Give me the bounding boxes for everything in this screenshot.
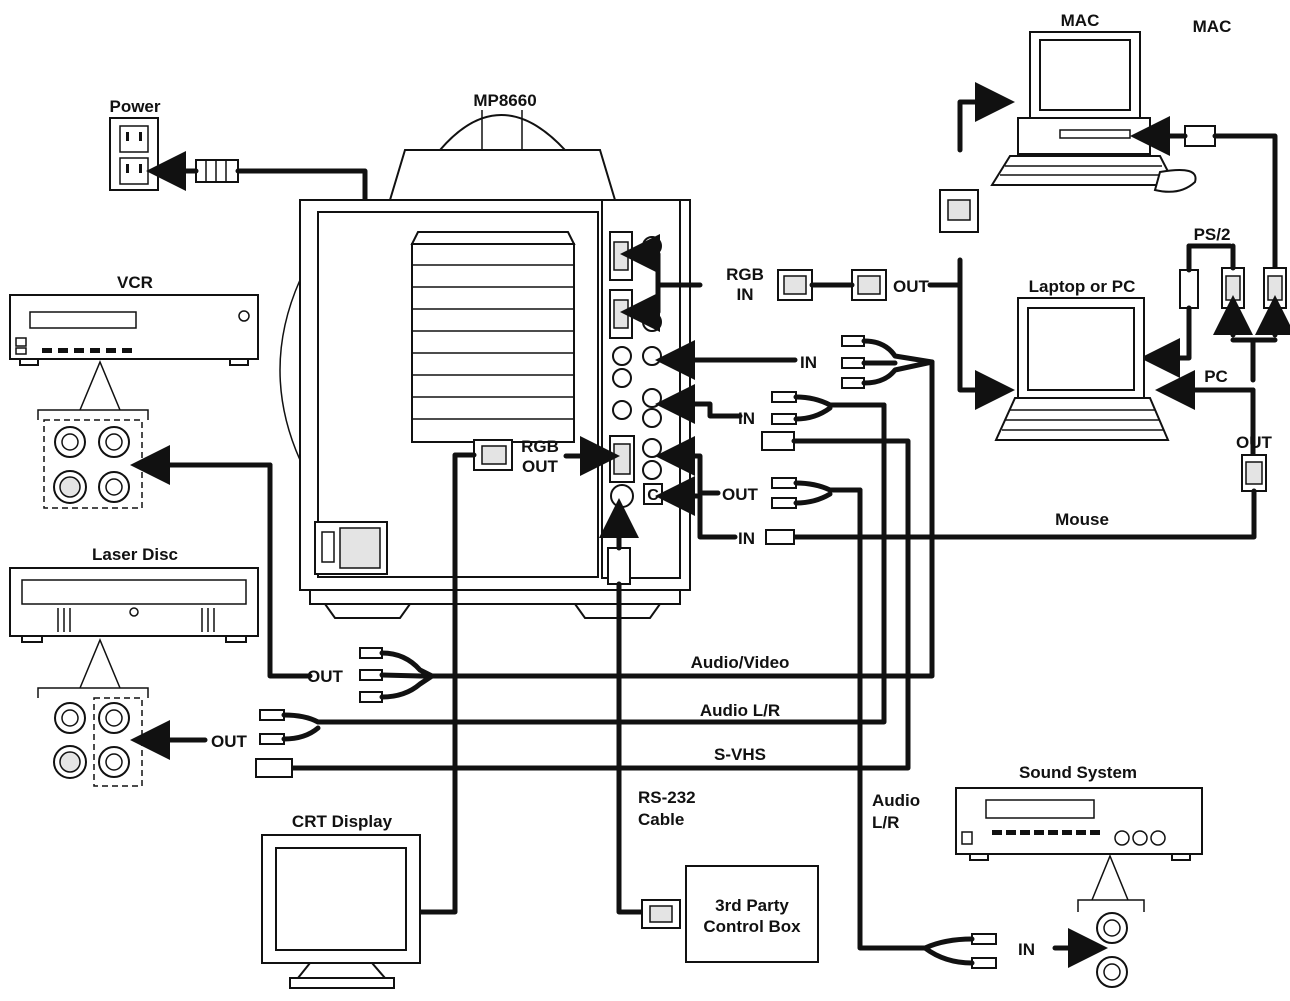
mouse-in-label: IN	[738, 529, 755, 548]
audio-lr-cable-label: Audio L/R	[700, 701, 780, 720]
vcr-device	[9, 294, 313, 679]
c-port-label: C	[647, 487, 659, 504]
vcr-label: VCR	[117, 273, 153, 292]
svhs-cable-label: S-VHS	[714, 745, 766, 764]
audio-out-label: OUT	[722, 485, 759, 504]
ps2-connectors	[1140, 243, 1290, 383]
rs232-label-1: RS-232	[638, 788, 696, 807]
audio-video-in-cable	[417, 335, 935, 679]
rs232-label-2: Cable	[638, 810, 684, 829]
sound-in-plugs	[922, 928, 1108, 969]
audio-in-cable	[327, 384, 887, 725]
rgb-in-cable	[620, 234, 1015, 410]
mac-label-left: MAC	[1061, 11, 1100, 30]
vcr-out-label: OUT	[211, 732, 248, 751]
laser-out-plugs	[359, 647, 435, 703]
laptop-label: Laptop or PC	[1029, 277, 1136, 296]
rgb-in-label-1: RGB	[726, 265, 764, 284]
pc-label: PC	[1204, 367, 1228, 386]
laser-disc-label: Laser Disc	[92, 545, 178, 564]
power-outlet	[109, 117, 159, 191]
av-in-label: IN	[800, 353, 817, 372]
audio-video-cable-label: Audio/Video	[691, 653, 790, 672]
crt-label: CRT Display	[292, 812, 393, 831]
mac-computer	[939, 31, 1278, 271]
control-box-label-1: 3rd Party	[715, 896, 789, 915]
crt-display	[261, 834, 421, 989]
rgb-in-label-2: IN	[737, 285, 754, 304]
vcr-out-plugs	[255, 709, 333, 778]
svhs-cable	[289, 431, 911, 771]
mac-out-label: OUT	[893, 277, 930, 296]
audio-lr-vert-label-1: Audio	[872, 791, 920, 810]
laptop-or-pc	[787, 297, 1267, 540]
power-label: Power	[109, 97, 160, 116]
control-box-label-2: Control Box	[703, 917, 801, 936]
audio-lr-vert-label-2: L/R	[872, 813, 899, 832]
rgb-out-label-1: RGB	[521, 437, 559, 456]
rs232-cable	[599, 498, 681, 929]
mouse-cable-label: Mouse	[1055, 510, 1109, 529]
ps2-label: PS/2	[1194, 225, 1231, 244]
audio-in-label: IN	[738, 409, 755, 428]
projector-mp8660: C	[279, 110, 691, 619]
sound-in-label: IN	[1018, 940, 1035, 959]
audio-out-cable	[655, 436, 928, 951]
laser-disc-device	[9, 567, 259, 787]
pc-out-label: OUT	[1236, 433, 1273, 452]
projector-label: MP8660	[473, 91, 536, 110]
control-box	[685, 865, 819, 963]
rgb-out-label-2: OUT	[522, 457, 559, 476]
sound-system-label: Sound System	[1019, 763, 1137, 782]
laser-out-label: OUT	[307, 667, 344, 686]
rgb-out-cable	[417, 436, 620, 915]
mac-label-right: MAC	[1193, 17, 1232, 36]
mouse-in-cable	[655, 476, 795, 545]
